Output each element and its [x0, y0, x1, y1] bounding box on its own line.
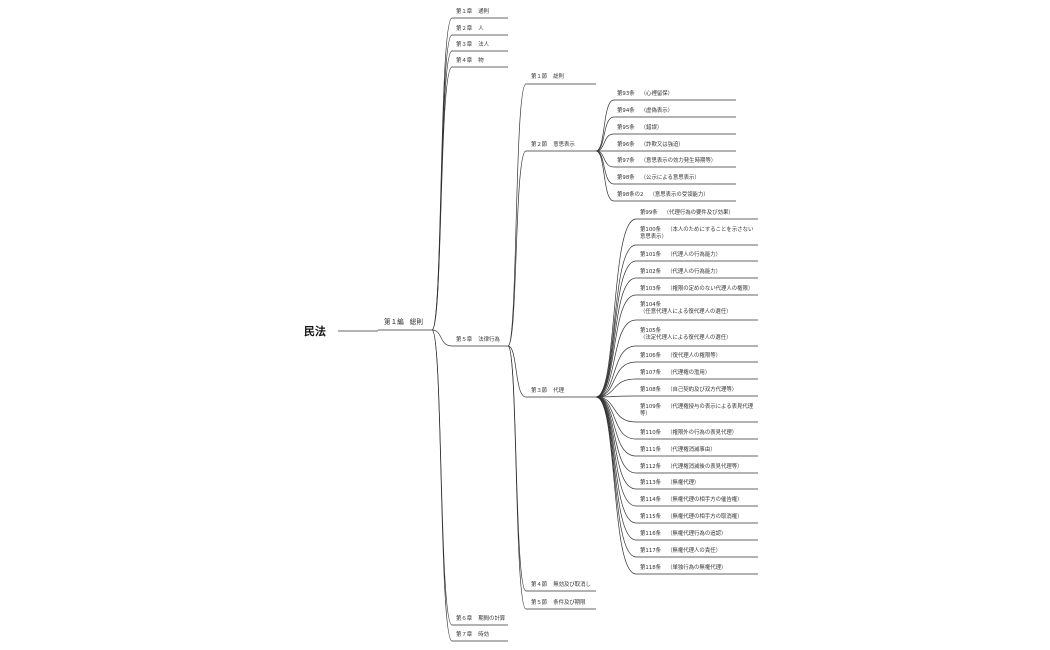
edge-section-article	[595, 396, 637, 541]
edge-section-article	[595, 99, 615, 152]
node-chapter[interactable]: 第２章人	[456, 26, 484, 32]
node-article[interactable]: 第113条（無権代理）	[640, 480, 700, 486]
edge-section-article	[595, 378, 637, 398]
node-article[interactable]: 第109条（代理権授与の表示による表見代理等）	[640, 404, 754, 417]
root-node[interactable]: 民法	[304, 325, 326, 338]
node-article[interactable]: 第116条（無権代理行為の追認）	[640, 531, 727, 537]
edge-chapter-section	[507, 345, 527, 592]
edge-section-article	[595, 396, 637, 575]
edge-section-article	[595, 361, 637, 398]
edge-hen-chapter	[431, 329, 453, 642]
edge-section-article	[595, 396, 637, 440]
node-section[interactable]: 第５節条件及び期限	[531, 600, 586, 606]
node-article[interactable]: 第100条（本人のためにすることを示さない意思表示）	[640, 227, 754, 240]
node-article[interactable]: 第102条（代理人の行為能力）	[640, 269, 721, 275]
edge-hen-chapter	[431, 329, 453, 347]
edge-hen-chapter	[431, 66, 453, 331]
edge-chapter-section	[507, 150, 527, 347]
node-article[interactable]: 第98条の2（意思表示の受領能力）	[617, 192, 709, 198]
node-section[interactable]: 第４節無効及び取消し	[531, 582, 591, 588]
edge-section-article	[595, 294, 637, 398]
node-article[interactable]: 第93条（心裡留保）	[617, 91, 674, 97]
edge-section-article	[595, 150, 615, 202]
node-article[interactable]: 第104条（任意代理人による復代理人の選任）	[640, 302, 732, 315]
edge-hen-chapter	[431, 50, 453, 331]
edge-section-article	[595, 133, 615, 152]
edge-section-article	[595, 244, 637, 398]
edge-section-article	[595, 260, 637, 398]
edge-section-article	[595, 345, 637, 398]
edge-section-article	[595, 218, 637, 398]
node-chapter[interactable]: 第６章期間の計算	[456, 616, 506, 622]
node-article[interactable]: 第117条（無権代理人の責任）	[640, 548, 721, 554]
node-article[interactable]: 第106条（復代理人の権限等）	[640, 353, 721, 359]
root-label: 民法	[304, 325, 326, 338]
edge-chapter-section	[507, 345, 527, 610]
node-chapter[interactable]: 第３章法人	[456, 42, 489, 48]
edge-chapter-section	[507, 345, 527, 398]
node-article[interactable]: 第114条（無権代理の相手方の催告権）	[640, 497, 743, 503]
node-chapter[interactable]: 第５章法律行為	[456, 337, 500, 343]
node-article[interactable]: 第112条（代理権消滅後の表見代理等）	[640, 464, 743, 470]
node-article[interactable]: 第108条（自己契約及び双方代理等）	[640, 387, 738, 393]
node-article[interactable]: 第107条（代理権の濫用）	[640, 370, 711, 376]
edge-section-article	[595, 396, 637, 457]
edge-section-article	[595, 395, 637, 398]
node-article[interactable]: 第105条（法定代理人による復代理人の選任）	[640, 328, 732, 341]
node-section[interactable]: 第１節総則	[531, 74, 564, 80]
node-article[interactable]: 第95条（錯誤）	[617, 125, 663, 131]
node-underlines	[338, 17, 758, 642]
node-article[interactable]: 第103条（権限の定めのない代理人の権限）	[640, 286, 754, 292]
node-article[interactable]: 第118条（単独行為の無権代理）	[640, 565, 727, 571]
node-article[interactable]: 第115条（無権代理の相手方の取消権）	[640, 514, 743, 520]
node-article[interactable]: 第101条（代理人の行為能力）	[640, 252, 721, 258]
node-article[interactable]: 第110条（権限外の行為の表見代理）	[640, 430, 738, 436]
node-chapter[interactable]: 第７章時効	[456, 632, 489, 638]
node-article[interactable]: 第98条（公示による意思表示）	[617, 175, 700, 181]
edge-section-article	[595, 150, 615, 168]
edge-chapter-section	[507, 83, 527, 347]
node-section[interactable]: 第２節意思表示	[531, 142, 575, 148]
edge-section-article	[595, 277, 637, 398]
node-article[interactable]: 第111条（代理権消滅事由）	[640, 447, 716, 453]
node-article[interactable]: 第96条（詐欺又は強迫）	[617, 142, 684, 148]
node-article[interactable]: 第94条（虚偽表示）	[617, 108, 674, 114]
node-chapter[interactable]: 第１章通則	[456, 9, 489, 15]
connector-lines	[431, 17, 637, 642]
edge-section-article	[595, 319, 637, 398]
edge-section-article	[595, 116, 615, 152]
node-section[interactable]: 第３節代理	[531, 388, 564, 394]
node-article[interactable]: 第99条（代理行為の要件及び効果）	[640, 210, 734, 216]
edge-hen-chapter	[431, 329, 453, 626]
node-chapter[interactable]: 第４章物	[456, 58, 484, 64]
node-article[interactable]: 第97条（意思表示の効力発生時期等）	[617, 158, 717, 164]
node-hen[interactable]: 第１編総則	[384, 318, 423, 326]
